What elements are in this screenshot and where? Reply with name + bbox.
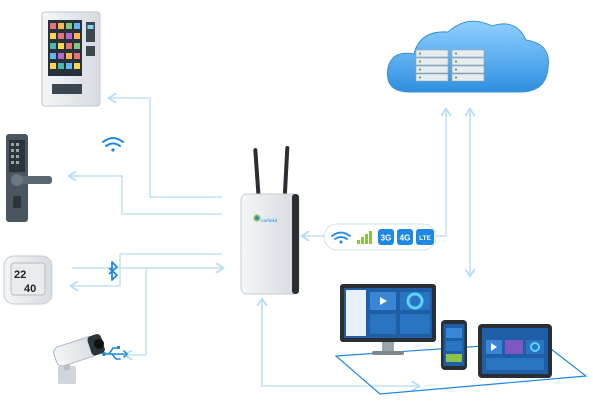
- desktop-monitor: [340, 284, 436, 355]
- tablet: [478, 324, 552, 378]
- iot-gateway: carlinkit: [240, 146, 300, 295]
- cloud-server-icon: [386, 20, 550, 93]
- vending-machine: [41, 11, 101, 107]
- wifi-icon: [102, 137, 124, 152]
- badge-4g: 4G: [400, 234, 411, 243]
- display-platform: [334, 341, 588, 395]
- wifi-icon: [331, 231, 351, 244]
- security-camera: [53, 334, 105, 384]
- bluetooth-icon: [108, 261, 118, 281]
- server-rack: [415, 49, 485, 82]
- smartphone: [441, 320, 467, 370]
- gateway-brand: carlinkit: [261, 218, 278, 224]
- thermo-hygrometer: 22 40: [3, 255, 53, 305]
- badge-lte: LTE: [419, 235, 431, 242]
- connectivity-panel: 3G 4G LTE: [323, 223, 437, 251]
- signal-bars-icon: [357, 231, 372, 244]
- badge-3g: 3G: [381, 234, 392, 243]
- connector-lines: [70, 98, 470, 386]
- usb-icon: [102, 346, 129, 360]
- thermometer-reading-top: 22: [14, 269, 26, 281]
- smart-door-lock: [6, 134, 52, 222]
- thermometer-reading-bottom: 40: [24, 283, 36, 295]
